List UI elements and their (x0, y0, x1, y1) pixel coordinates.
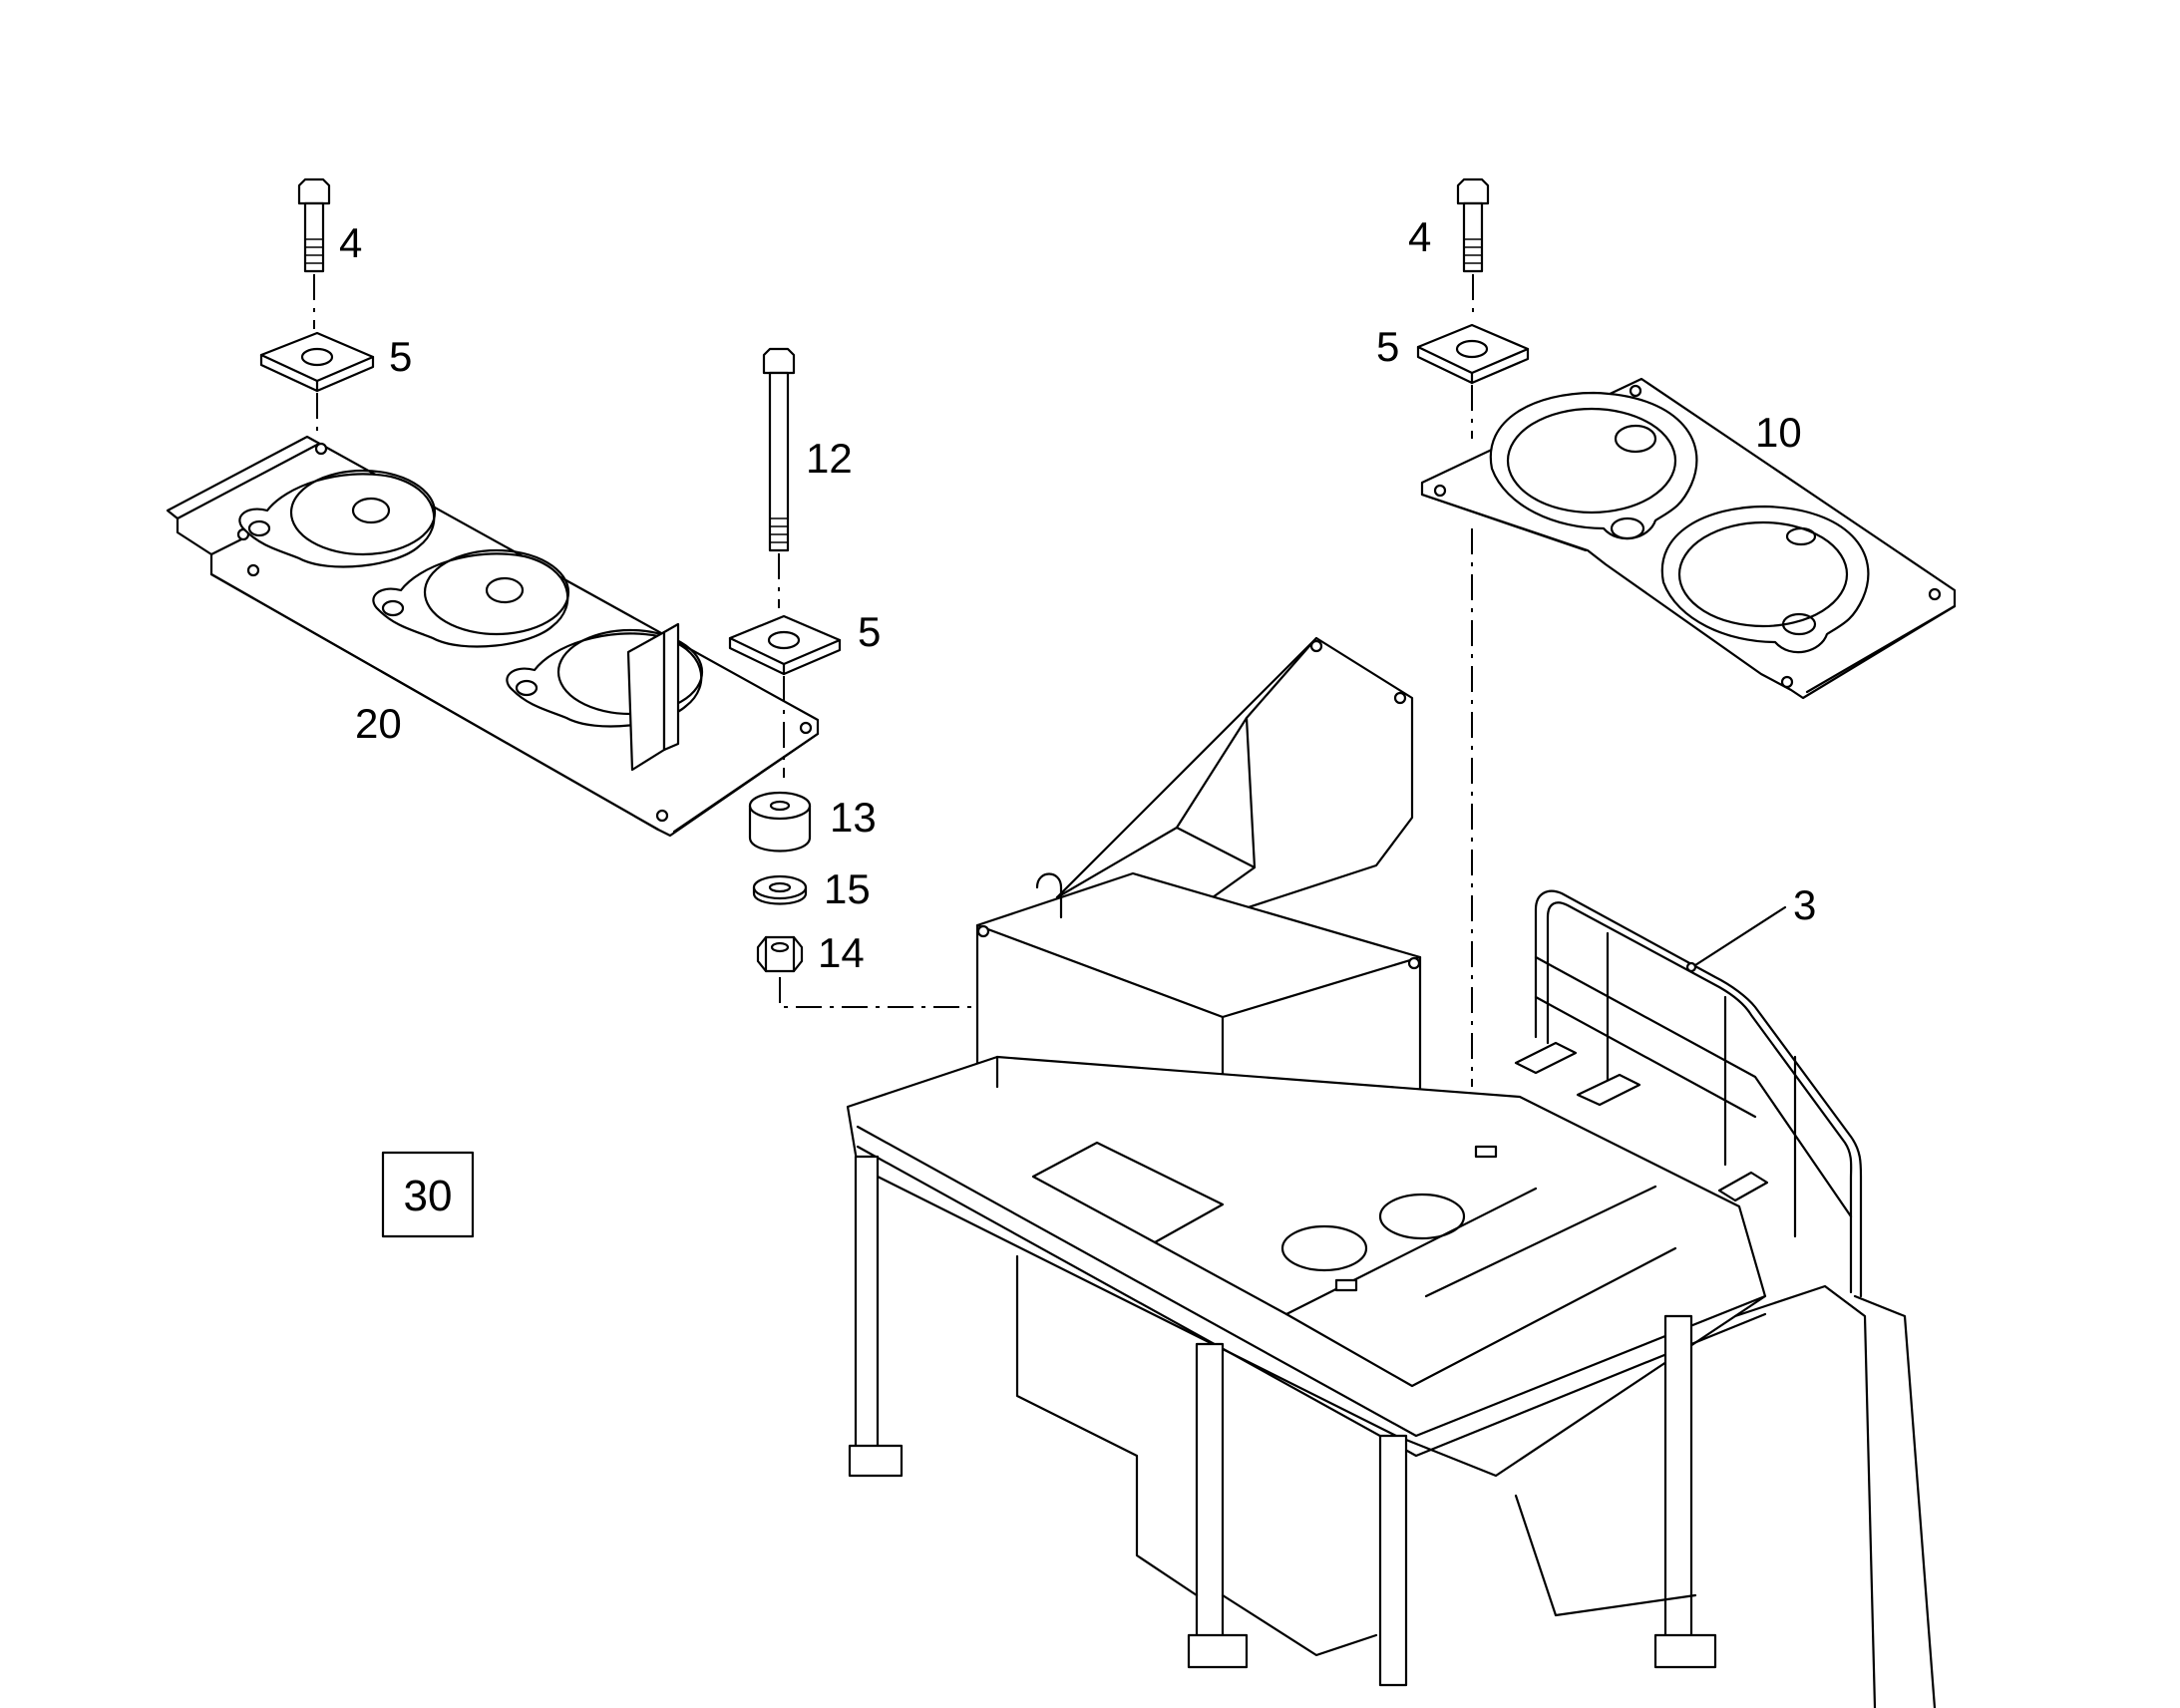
washer-left (259, 331, 375, 393)
mounting-plate-left (166, 435, 820, 838)
figure-number-box: 30 (381, 1151, 475, 1238)
mounting-plate-right (1420, 377, 1957, 700)
callout-washer-small: 15 (824, 865, 871, 912)
callout-plate-right: 10 (1755, 409, 1802, 456)
callout-guard-rail: 3 (1793, 881, 1816, 928)
callout-washer-mid: 5 (858, 608, 881, 655)
washer-mid (728, 614, 842, 676)
callout-plate-left: 20 (355, 700, 402, 747)
guard-rail (1514, 889, 1863, 1298)
machine-frame (846, 636, 1937, 1708)
callout-long-bolt: 12 (806, 435, 853, 482)
bolt-left (297, 177, 331, 273)
callout-bolt-left: 4 (339, 219, 362, 266)
callout-washer-right: 5 (1376, 323, 1399, 370)
callout-nut: 14 (818, 929, 865, 976)
washer-small (752, 874, 808, 905)
washer-right (1416, 323, 1530, 385)
bolt-right (1456, 177, 1490, 273)
hex-nut (756, 935, 804, 973)
long-bolt (762, 347, 796, 552)
callout-washer-left: 5 (389, 333, 412, 380)
callout-isolator: 13 (830, 794, 877, 841)
figure-number-label: 30 (404, 1172, 453, 1220)
callout-bolt-right: 4 (1408, 213, 1431, 260)
rubber-isolator (748, 791, 812, 853)
leader-line-guard-rail (1693, 905, 1787, 967)
